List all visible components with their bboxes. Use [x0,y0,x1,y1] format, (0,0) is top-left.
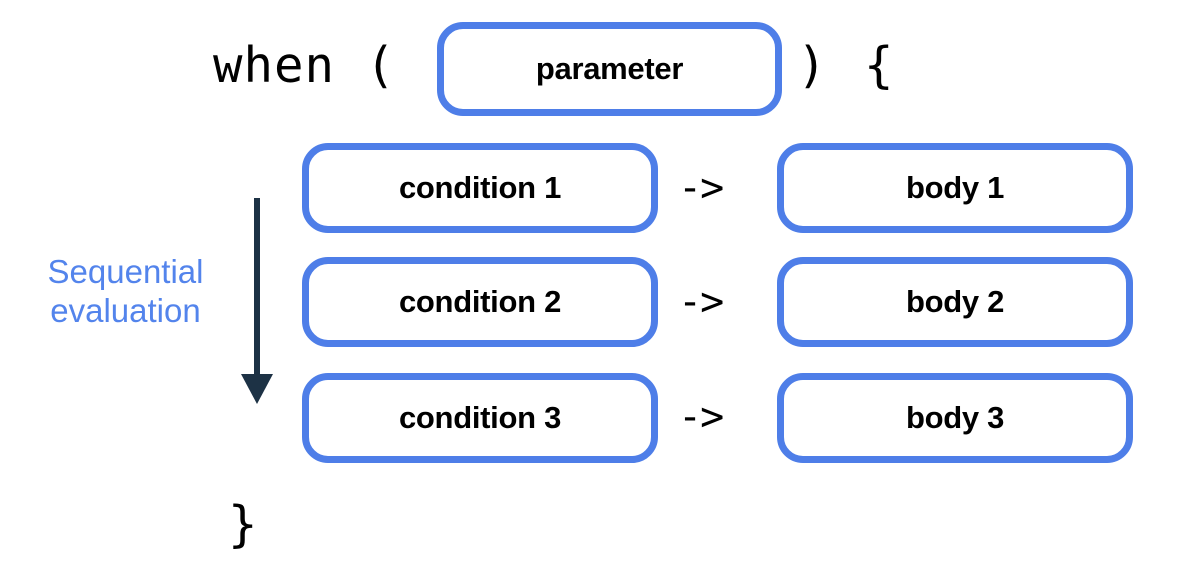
parameter-box[interactable]: parameter [437,22,782,116]
condition-box-1[interactable]: condition 1 [302,143,658,233]
branch-arrow-2: -> [678,279,724,325]
close-paren-token: ) [797,37,827,94]
parameter-box-label: parameter [535,51,684,86]
keyword-when-open-paren: when ( [213,37,397,94]
body-box-2-label: body 2 [905,284,1005,319]
condition-box-3-label: condition 3 [398,400,562,435]
sequential-evaluation-line-2: evaluation [50,291,201,329]
sequential-evaluation-label: Sequential evaluation [18,253,233,331]
body-box-2[interactable]: body 2 [777,257,1133,347]
branch-arrow-1: -> [678,165,724,211]
sequential-evaluation-arrow-icon [241,198,273,404]
condition-box-2[interactable]: condition 2 [302,257,658,347]
sequential-evaluation-line-1: Sequential [47,253,204,290]
open-brace-token: { [864,37,894,94]
body-box-1-label: body 1 [905,170,1005,205]
condition-box-2-label: condition 2 [398,284,562,319]
condition-box-1-label: condition 1 [398,170,562,205]
body-box-3-label: body 3 [905,400,1005,435]
branch-arrow-3: -> [678,394,724,440]
close-brace-token: } [228,496,258,553]
body-box-1[interactable]: body 1 [777,143,1133,233]
condition-box-3[interactable]: condition 3 [302,373,658,463]
body-box-3[interactable]: body 3 [777,373,1133,463]
